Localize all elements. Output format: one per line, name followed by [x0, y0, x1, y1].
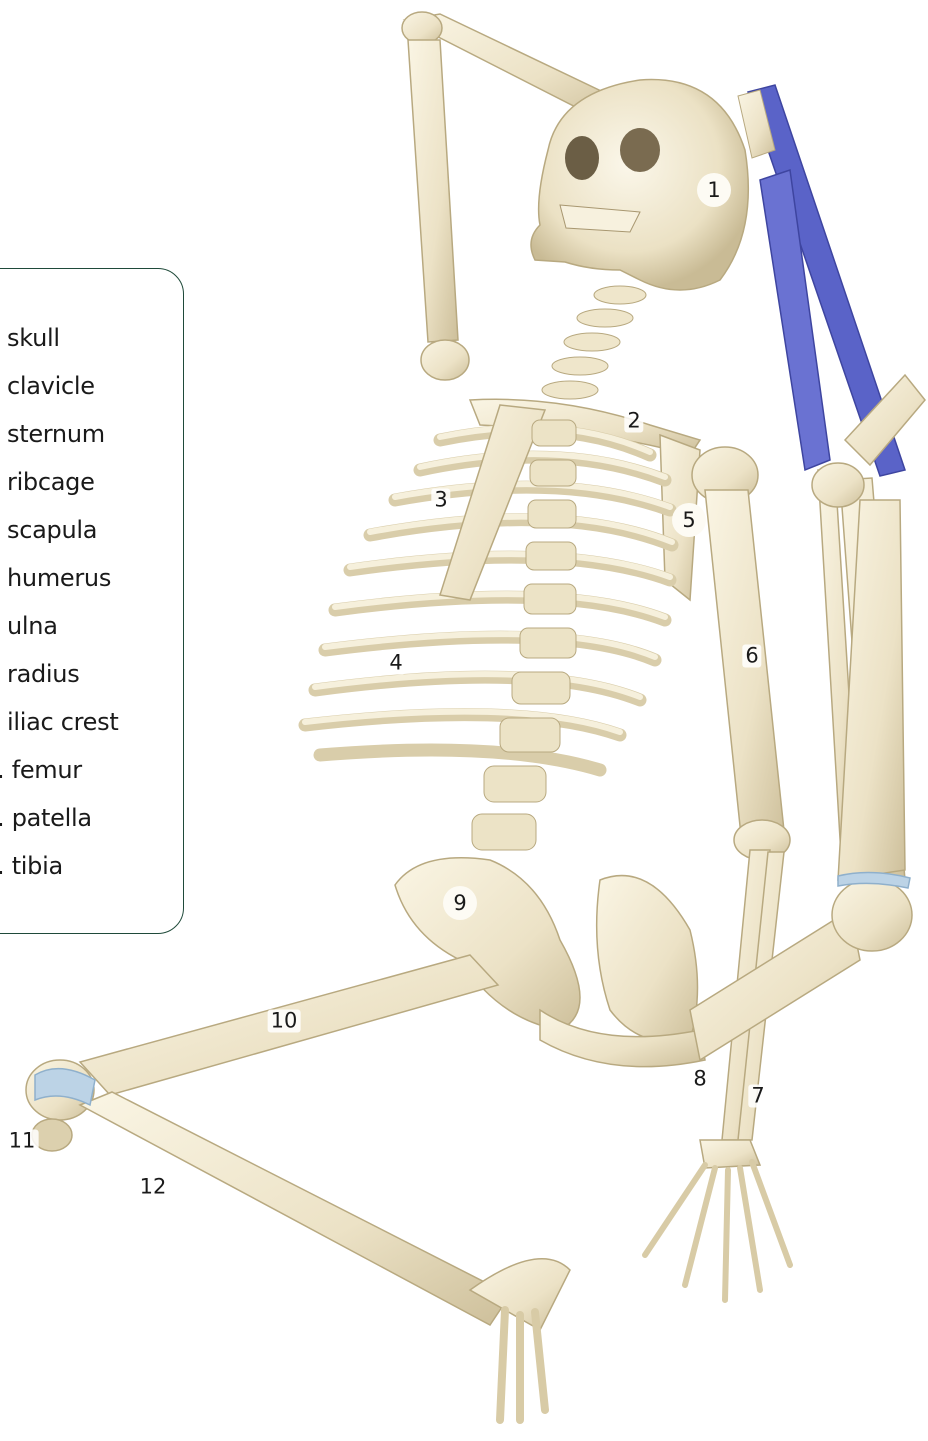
neck-vertebrae [542, 286, 646, 399]
legend-item: . tibia [0, 852, 63, 880]
callout-4: 4 [386, 652, 405, 675]
legend-label: femur [12, 756, 82, 784]
legend-item: . patella [0, 804, 92, 832]
callout-1: 1 [697, 173, 731, 207]
legend-prefix: . [0, 804, 4, 832]
legend-label: iliac crest [7, 708, 118, 736]
legend-prefix: . [0, 756, 4, 784]
callout-3: 3 [431, 489, 450, 512]
left-foot-toes [500, 1310, 545, 1420]
legend-prefix: . [0, 852, 4, 880]
callout-10: 10 [268, 1010, 301, 1033]
legend-item: skull [7, 324, 60, 352]
legend-label: ribcage [7, 468, 95, 496]
legend-label: patella [12, 804, 92, 832]
legend-item: clavicle [7, 372, 95, 400]
legend-item: radius [7, 660, 79, 688]
legend-label: humerus [7, 564, 111, 592]
legend-label: clavicle [7, 372, 95, 400]
legend-item: humerus [7, 564, 111, 592]
legend-label: radius [7, 660, 79, 688]
legend-label: tibia [12, 852, 63, 880]
callout-2: 2 [624, 410, 643, 433]
legend-item: scapula [7, 516, 97, 544]
callout-6: 6 [742, 645, 761, 668]
left-hand-fingers [645, 1162, 790, 1300]
legend-label: sternum [7, 420, 105, 448]
legend-label: skull [7, 324, 60, 352]
legend-item: . femur [0, 756, 82, 784]
legend-item: sternum [7, 420, 105, 448]
callout-5: 5 [672, 503, 706, 537]
callout-8: 8 [690, 1068, 709, 1091]
callout-9: 9 [443, 886, 477, 920]
legend-item: ribcage [7, 468, 95, 496]
callout-12: 12 [137, 1176, 170, 1199]
callout-7: 7 [748, 1085, 767, 1108]
callout-11: 11 [6, 1130, 39, 1153]
left-arm-bones [692, 447, 790, 1168]
skull-shape [531, 80, 775, 290]
legend-label: ulna [7, 612, 58, 640]
legend-label: scapula [7, 516, 97, 544]
legend-item: ulna [7, 612, 58, 640]
legend-box [0, 268, 184, 934]
legend-item: iliac crest [7, 708, 118, 736]
